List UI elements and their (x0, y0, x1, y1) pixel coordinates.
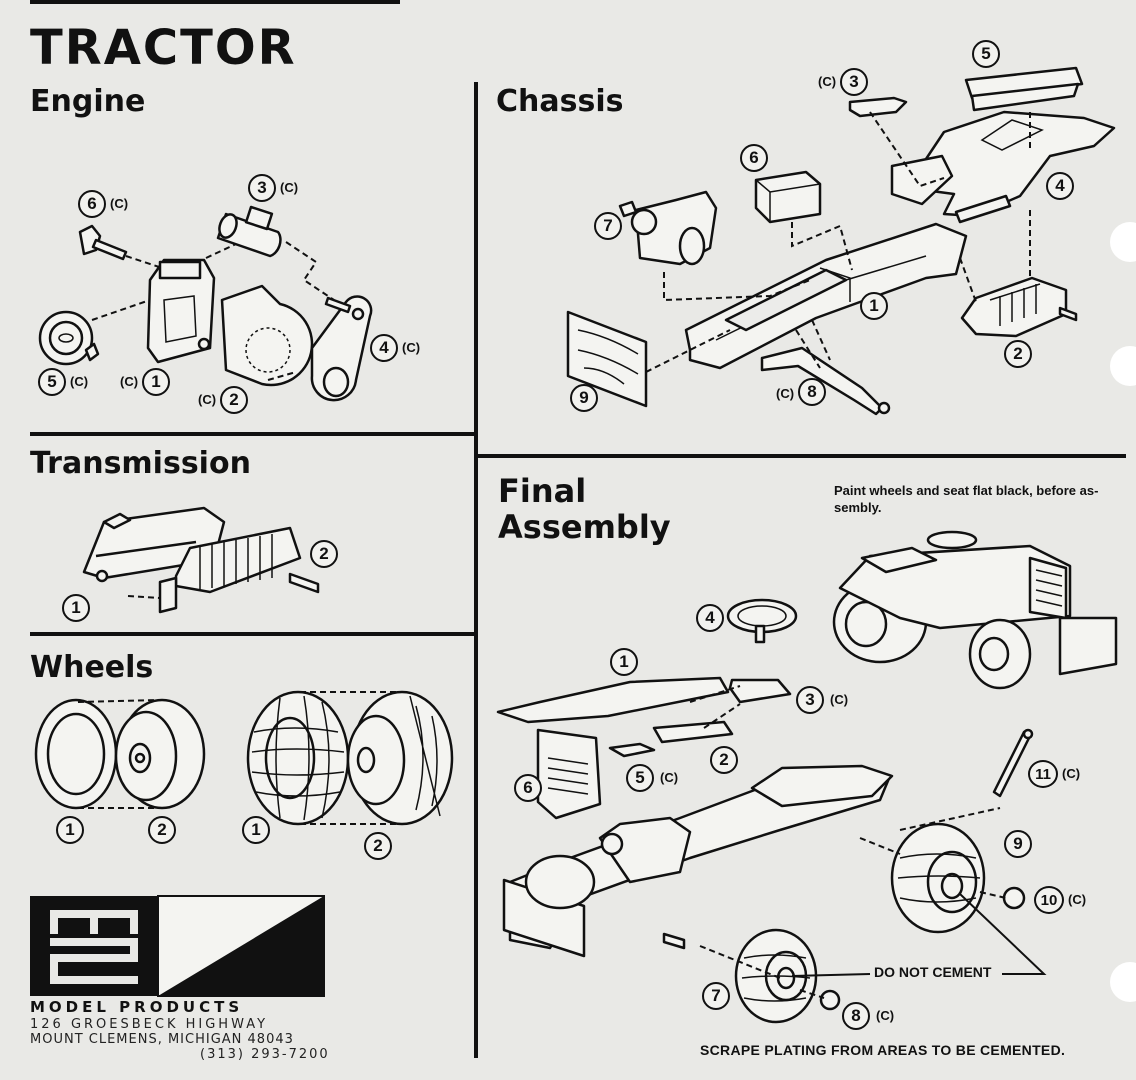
final-assembly-diagram (496, 530, 1118, 1024)
callout-chassis-6: 6 (740, 144, 768, 172)
final-title-line2: Assembly (498, 508, 671, 546)
cement-mark: (C) (198, 392, 217, 407)
callout-engine-3: 3 (248, 174, 276, 202)
binder-hole (1110, 346, 1136, 386)
do-not-cement-label: DO NOT CEMENT (874, 964, 992, 980)
chassis-part-4-body (890, 110, 1116, 224)
engine-part-6-bolt (78, 224, 128, 261)
assembled-tractor-reference (832, 530, 1118, 690)
engine-bottom-rule (30, 432, 476, 436)
cement-mark: (C) (1068, 892, 1087, 907)
engine-part-4-arm (310, 295, 373, 402)
callout-final-10: 10 (1034, 886, 1064, 914)
callout-transmission-1: 1 (62, 594, 90, 622)
transmission-bottom-rule (30, 632, 476, 636)
mpc-logo (30, 895, 325, 997)
chassis-part-9-grille (566, 310, 648, 408)
callout-chassis-4: 4 (1046, 172, 1074, 200)
callout-engine-2: 2 (220, 386, 248, 414)
cement-mark: (C) (876, 1008, 895, 1023)
callout-final-11: 11 (1028, 760, 1058, 788)
callout-chassis-8: 8 (798, 378, 826, 406)
callout-wheels-small-tire-1: 1 (56, 816, 84, 844)
callout-chassis-3: 3 (840, 68, 868, 96)
callout-final-6: 6 (514, 774, 542, 802)
company-name: MODEL PRODUCTS (30, 998, 244, 1016)
scrape-plating-note: SCRAPE PLATING FROM AREAS TO BE CEMENTED… (700, 1042, 1066, 1058)
binder-hole (1110, 222, 1136, 262)
wheels-diagram (34, 690, 454, 826)
top-rule (30, 0, 400, 4)
callout-wheels-big-wheel-2: 2 (364, 832, 392, 860)
callout-final-7: 7 (702, 982, 730, 1010)
engine-part-3-cylinder (216, 205, 282, 258)
final-title-line1: Final (498, 472, 587, 510)
callout-wheels-small-wheel-2: 2 (148, 816, 176, 844)
callout-chassis-2: 2 (1004, 340, 1032, 368)
callout-transmission-2: 2 (310, 540, 338, 568)
callout-final-9: 9 (1004, 830, 1032, 858)
binder-hole (1110, 962, 1136, 1002)
page-title: TRACTOR (30, 20, 297, 76)
callout-engine-4: 4 (370, 334, 398, 362)
callout-wheels-big-tire-1: 1 (242, 816, 270, 844)
cement-mark: (C) (830, 692, 849, 707)
wheels-title: Wheels (30, 650, 154, 685)
chassis-part-7-engine (618, 190, 718, 266)
chassis-part-3 (848, 96, 908, 118)
cement-mark: (C) (120, 374, 139, 389)
paint-note: Paint wheels and seat flat black, before… (834, 483, 1099, 515)
callout-chassis-5: 5 (972, 40, 1000, 68)
cement-mark: (C) (280, 180, 299, 195)
engine-part-1-block (146, 258, 216, 364)
chassis-diagram (566, 66, 1116, 416)
cement-mark: (C) (110, 196, 129, 211)
callout-final-5: 5 (626, 764, 654, 792)
company-address-1: 126 GROESBECK HIGHWAY (30, 1017, 269, 1032)
callout-engine-6: 6 (78, 190, 106, 218)
cement-mark: (C) (70, 374, 89, 389)
chassis-part-2-transmission (960, 276, 1078, 338)
transmission-diagram (82, 506, 320, 614)
callout-chassis-7: 7 (594, 212, 622, 240)
vertical-divider (474, 82, 478, 1058)
chassis-part-5-seat (964, 66, 1084, 112)
cement-mark: (C) (402, 340, 421, 355)
cement-mark: (C) (1062, 766, 1081, 781)
chassis-part-6-battery (754, 170, 822, 224)
cement-mark: (C) (660, 770, 679, 785)
chassis-bottom-rule (476, 454, 1126, 458)
company-address-2: MOUNT CLEMENS, MICHIGAN 48043 (30, 1032, 294, 1047)
engine-part-5-pulley (38, 310, 100, 366)
chassis-part-1-frame (684, 222, 968, 370)
cement-mark: (C) (818, 74, 837, 89)
callout-final-8: 8 (842, 1002, 870, 1030)
callout-chassis-9: 9 (570, 384, 598, 412)
engine-title: Engine (30, 84, 146, 119)
callout-final-3: 3 (796, 686, 824, 714)
engine-diagram (38, 205, 373, 402)
transmission-title: Transmission (30, 446, 251, 481)
chassis-title: Chassis (496, 84, 624, 119)
callout-final-1: 1 (610, 648, 638, 676)
callout-engine-5: 5 (38, 368, 66, 396)
cement-mark: (C) (776, 386, 795, 401)
callout-chassis-1: 1 (860, 292, 888, 320)
callout-final-2: 2 (710, 746, 738, 774)
company-phone: (313) 293-7200 (200, 1047, 330, 1062)
chassis-part-8-axle (760, 346, 891, 416)
callout-engine-1: 1 (142, 368, 170, 396)
callout-final-4: 4 (696, 604, 724, 632)
